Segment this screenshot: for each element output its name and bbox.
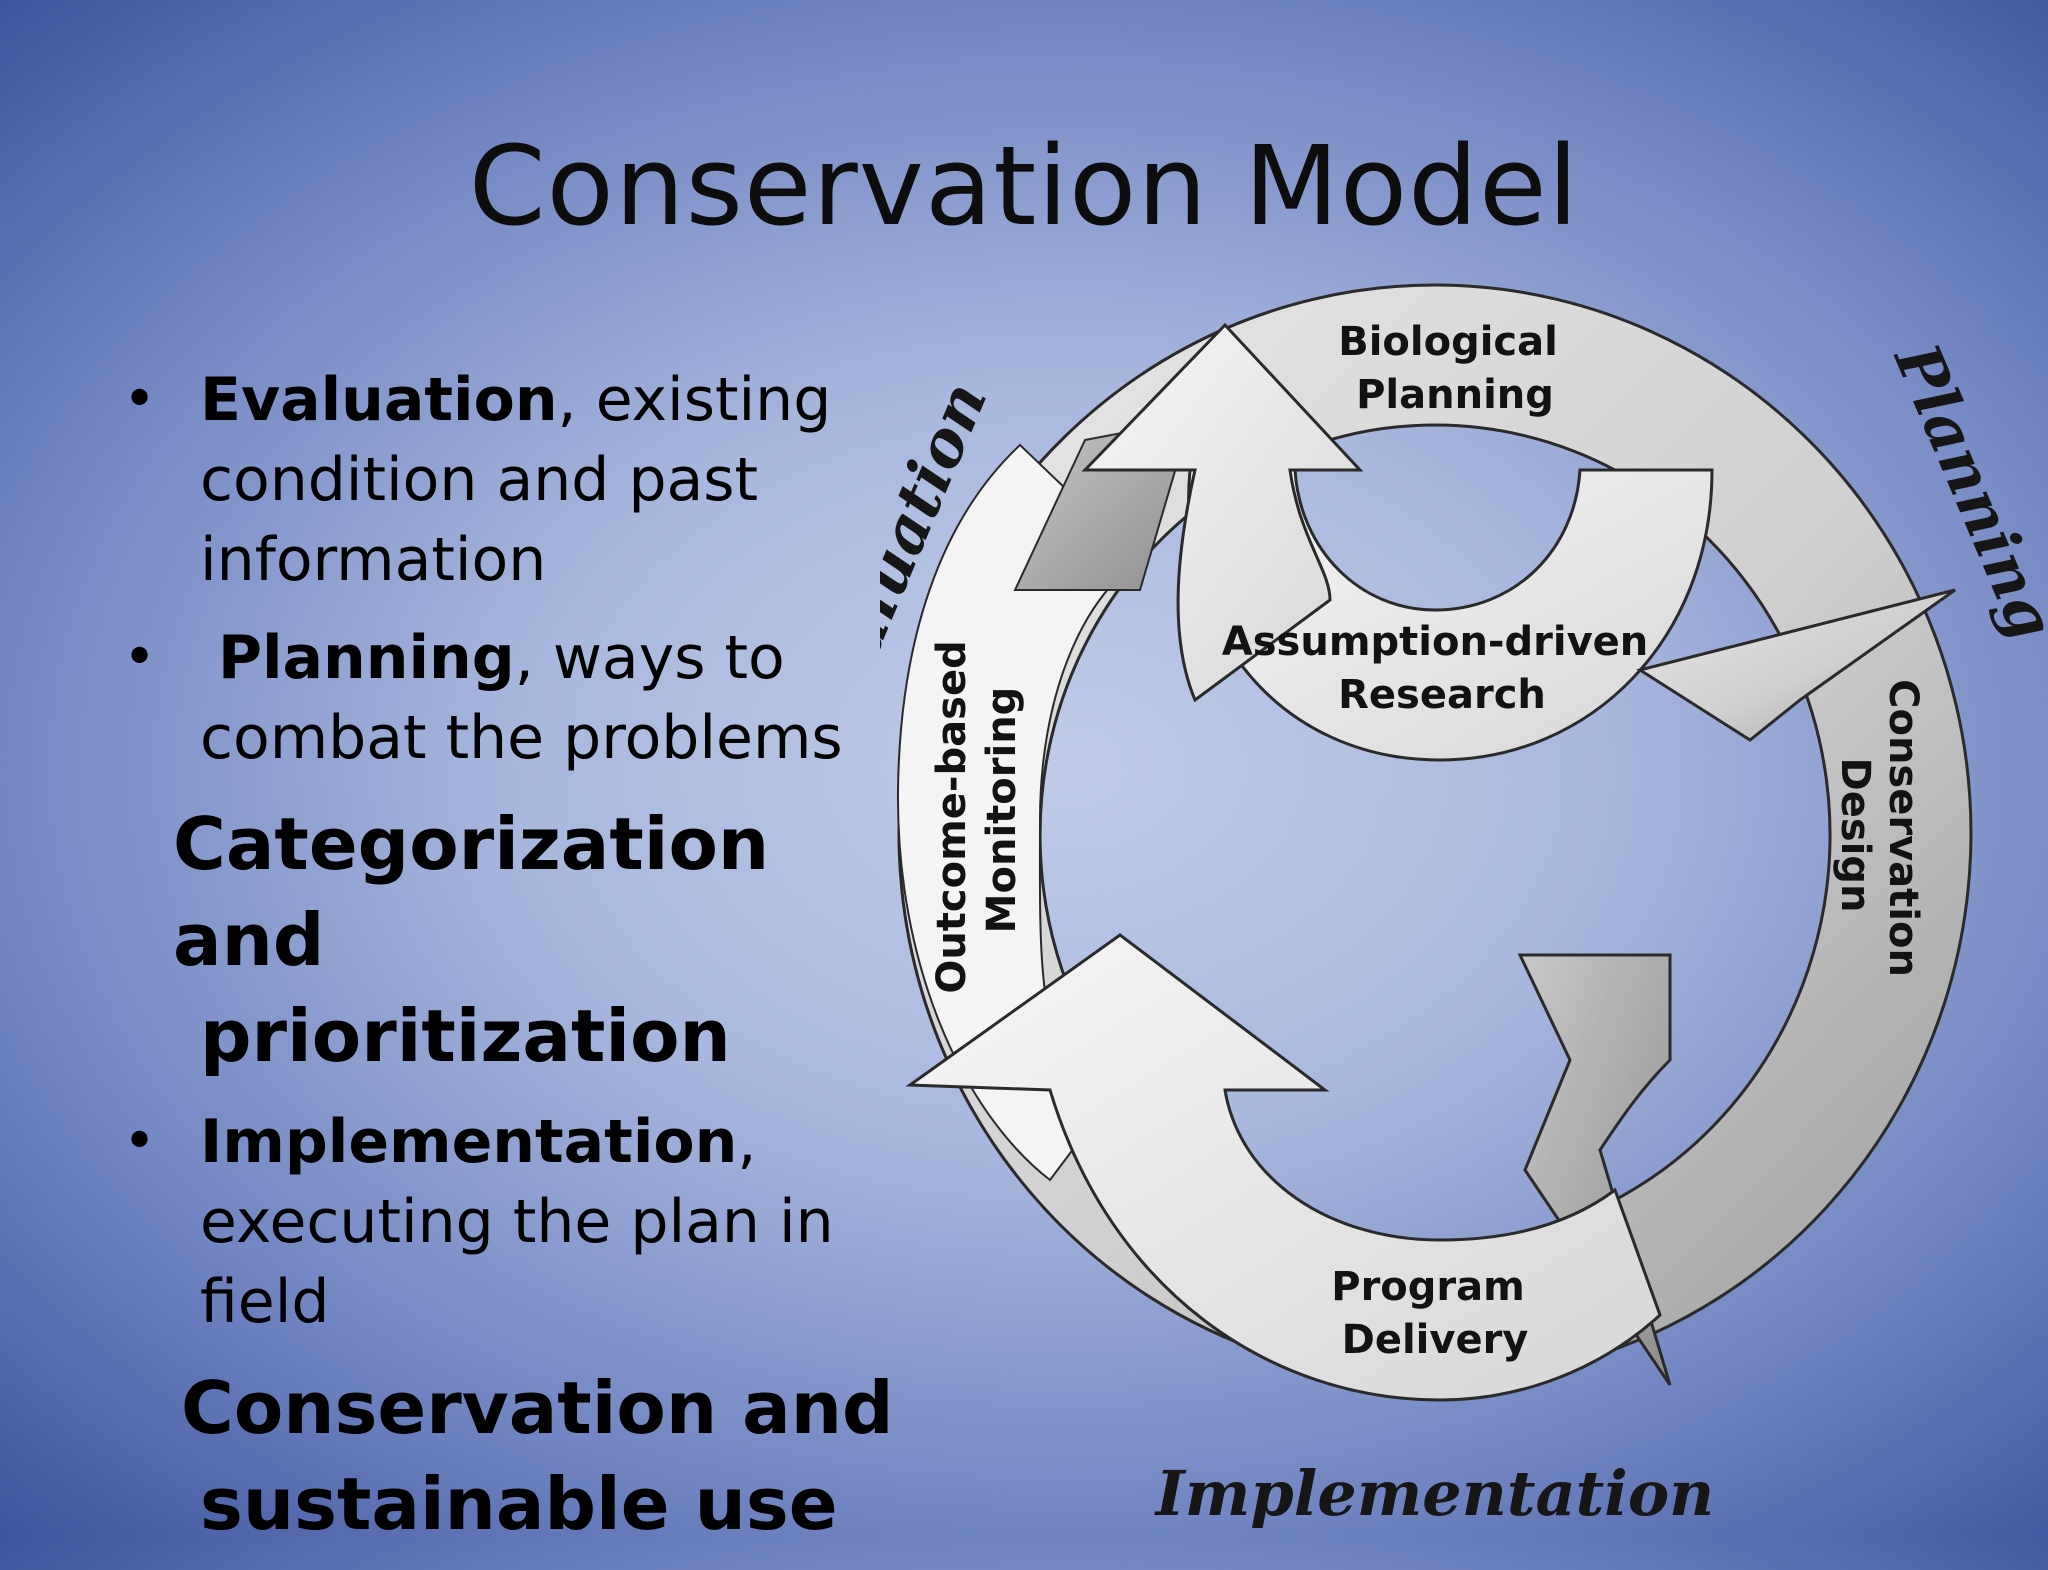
subheading-conservation: Conservation and sustainable use <box>181 1360 918 1552</box>
segment-text: Assumption-driven <box>1222 619 1649 665</box>
segment-text: Planning <box>1356 372 1554 418</box>
segment-text: Monitoring <box>979 687 1025 934</box>
segment-label-assumption-research: Assumption-driven Research <box>1222 619 1662 718</box>
bullet-dot: • <box>123 625 157 690</box>
bullet-bold-term: Implementation <box>200 1107 738 1177</box>
subheading-line: Categorization and <box>173 802 770 982</box>
conservation-cycle-diagram: Biological Planning Assumption-driven Re… <box>880 283 2048 1530</box>
bullet-bold-term: Evaluation <box>200 365 558 435</box>
research-arc <box>1187 468 1714 762</box>
stage-label-implementation: Implementation <box>1154 1457 1715 1530</box>
bullet-list: • Evaluation, existing condition and pas… <box>118 360 918 1570</box>
bullet-text: , ways to <box>514 623 785 693</box>
arrow-to-evaluation <box>905 933 1662 1402</box>
subheading-line: Conservation and <box>181 1366 894 1450</box>
bullet-bold-term: Planning <box>218 623 515 693</box>
bullet-dot: • <box>123 367 157 432</box>
arrow-right-head <box>1636 588 1956 742</box>
segment-text: Conservation <box>1880 679 1926 977</box>
monitoring-band <box>896 443 1142 1182</box>
segment-text: Biological <box>1338 319 1558 365</box>
bullet-text: combat the problems <box>200 703 843 773</box>
segment-text: Program <box>1331 1264 1525 1310</box>
slide-title: Conservation Model <box>468 122 1580 250</box>
bullet-text: , existing <box>557 365 832 435</box>
segment-label-biological-planning: Biological Planning <box>1338 319 1572 418</box>
bullet-text: , <box>737 1107 757 1177</box>
segment-text: Outcome-based <box>929 640 975 993</box>
segment-label-outcome-monitoring: Outcome-based Monitoring <box>929 626 1025 993</box>
segment-text: Delivery <box>1342 1317 1529 1363</box>
segment-label-program-delivery: Program Delivery <box>1331 1264 1539 1363</box>
bullet-evaluation: • Evaluation, existing condition and pas… <box>118 360 918 600</box>
subheading-categorization: Categorization and prioritization <box>173 796 918 1084</box>
subheading-line: prioritization <box>200 994 731 1078</box>
bullet-dot: • <box>123 1109 157 1174</box>
segment-text: Design <box>1832 758 1878 913</box>
bullet-text: field <box>200 1267 330 1337</box>
arrow-to-planning <box>1081 322 1364 703</box>
segment-label-conservation-design: Conservation Design <box>1832 679 1926 991</box>
outer-cycle-ring <box>897 283 1973 1383</box>
subheading-line: sustainable use <box>200 1462 838 1546</box>
bullet-planning: • Planning, ways to combat the problems <box>118 618 918 778</box>
segment-text: Research <box>1338 672 1546 718</box>
bullet-text: information <box>200 525 547 595</box>
bullet-text: executing the plan in <box>200 1187 834 1257</box>
bullet-implementation: • Implementation, executing the plan in … <box>118 1102 918 1342</box>
bullet-text: condition and past <box>200 445 759 515</box>
